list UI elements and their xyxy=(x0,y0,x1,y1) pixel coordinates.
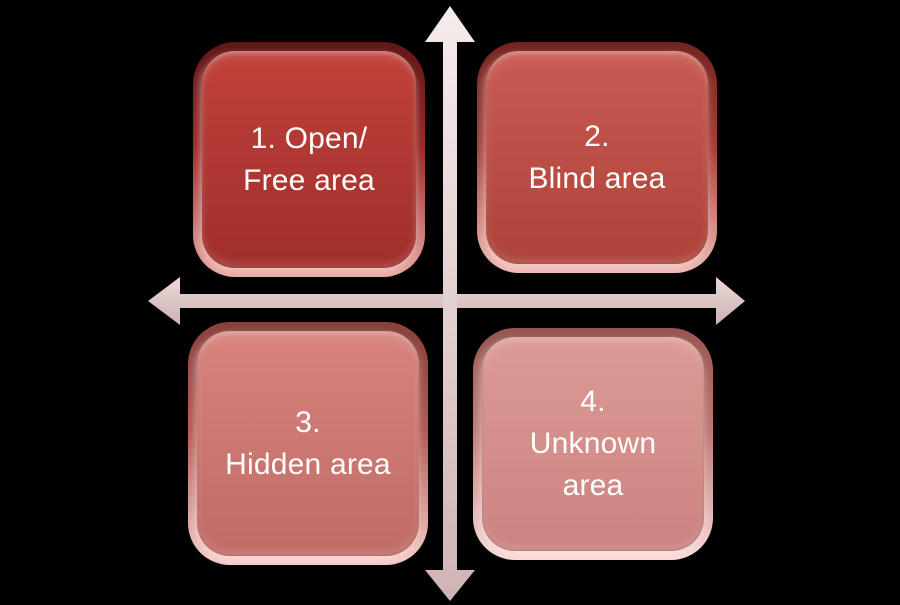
quadrant-label-line: Free area xyxy=(243,163,375,197)
quadrant-label-line: 2. xyxy=(584,119,610,153)
quadrant-label-line: 1. Open/ xyxy=(250,121,368,155)
quadrant-label-line: Hidden area xyxy=(225,447,391,481)
quadrant-label-line: area xyxy=(562,469,624,502)
quadrant-label-line: 3. xyxy=(295,405,321,439)
quadrant-label: 1. Open/ Free area xyxy=(243,118,375,202)
quadrant-unknown-area: 4. Unknown area xyxy=(473,328,713,560)
quadrant-label-line: 4. xyxy=(580,385,606,418)
quadrant-label: 3. Hidden area xyxy=(225,402,391,486)
quadrant-label: 2. Blind area xyxy=(528,116,665,200)
quadrant-blind-area: 2. Blind area xyxy=(477,42,717,273)
vertical-axis-arrow xyxy=(425,6,475,601)
quadrant-face: 1. Open/ Free area xyxy=(202,51,416,268)
quadrant-label-line: Unknown xyxy=(529,427,657,460)
quadrant-hidden-area: 3. Hidden area xyxy=(188,322,428,565)
quadrant-face: 2. Blind area xyxy=(486,51,708,264)
quadrant-face: 3. Hidden area xyxy=(197,331,419,556)
quadrant-face: 4. Unknown area xyxy=(482,337,704,551)
quadrant-label: 4. Unknown area xyxy=(530,381,656,507)
quadrant-open-free-area: 1. Open/ Free area xyxy=(193,42,425,277)
quadrant-label-line: Blind area xyxy=(528,161,666,195)
